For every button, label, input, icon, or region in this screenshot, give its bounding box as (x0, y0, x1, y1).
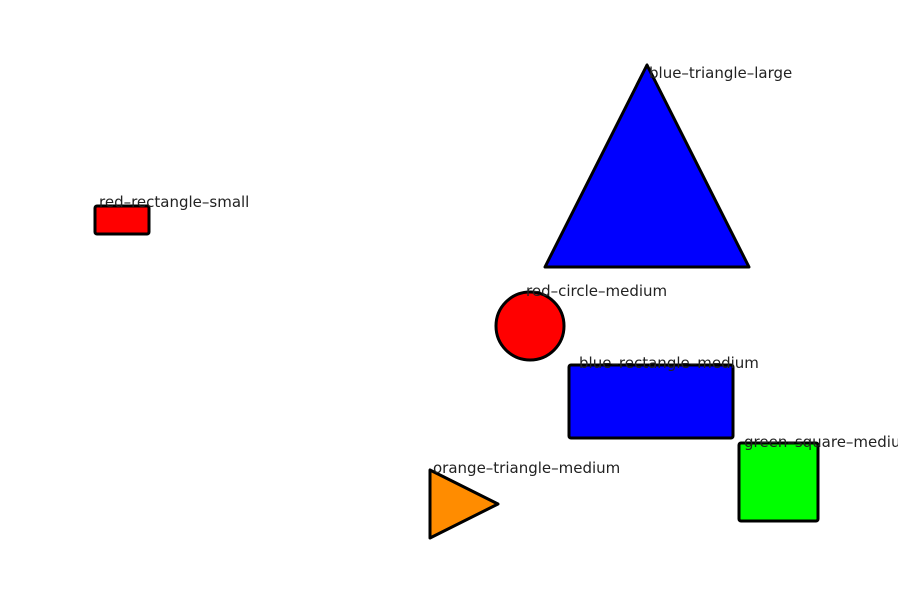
blue-triangle-large-label: blue–triangle–large (649, 64, 792, 82)
blue-triangle-large-shape (543, 63, 751, 269)
red-rectangle-small-shape (93, 204, 151, 236)
shape-red-circle-medium: red–circle–medium (494, 282, 667, 362)
shape-blue-rectangle-medium: blue–rectangle–medium (567, 354, 759, 440)
red-rectangle-small-label: red–rectangle–small (99, 193, 249, 211)
shape-orange-triangle-medium: orange–triangle–medium (428, 459, 620, 540)
green-square-medium-label: green–square–medium (744, 433, 898, 451)
shape-blue-triangle-large: blue–triangle–large (543, 63, 792, 269)
red-circle-medium-shape (494, 290, 566, 362)
shape-red-rectangle-small: red–rectangle–small (93, 193, 249, 236)
shape-green-square-medium: green–square–medium (737, 433, 898, 523)
red-circle-medium-label: red–circle–medium (526, 282, 667, 300)
blue-rectangle-medium-label: blue–rectangle–medium (579, 354, 759, 372)
orange-triangle-medium-shape (428, 468, 500, 540)
orange-triangle-medium-label: orange–triangle–medium (433, 459, 620, 477)
green-square-medium-shape (737, 441, 820, 523)
blue-rectangle-medium-shape (567, 363, 735, 440)
